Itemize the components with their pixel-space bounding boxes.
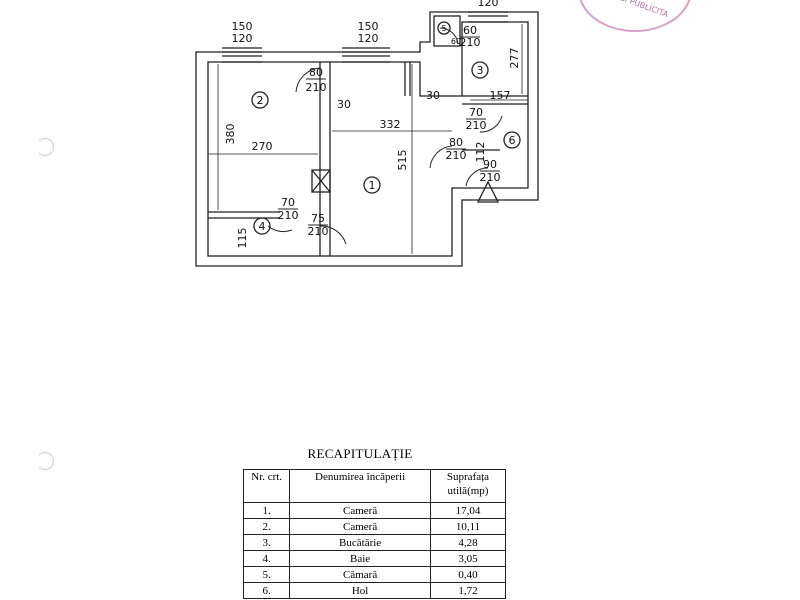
svg-text:210: 210 <box>466 119 487 132</box>
header-area: Suprafața utilă(mp) <box>429 469 507 503</box>
svg-text:80: 80 <box>449 136 463 149</box>
svg-text:70: 70 <box>469 106 483 119</box>
row-nr: 2. <box>242 518 291 535</box>
room-number-2: 2 <box>257 94 264 107</box>
svg-text:210: 210 <box>446 149 467 162</box>
recap-title: RECAPITULAȚIE <box>307 446 413 461</box>
dim-277: 277 <box>508 48 521 69</box>
svg-text:210: 210 <box>460 36 481 49</box>
row-area: 4,28 <box>429 534 507 551</box>
window-2-top-dim: 150 <box>358 20 379 33</box>
dim-60: 60 <box>451 37 461 46</box>
svg-text:75: 75 <box>311 212 325 225</box>
row-area: 17,04 <box>429 502 507 519</box>
row-area: 3,05 <box>429 550 507 567</box>
window-2-bottom-dim: 120 <box>358 32 379 45</box>
recap-table: Nr. crt. Denumirea încăperii Suprafața u… <box>242 469 507 599</box>
row-nr: 3. <box>242 534 291 551</box>
table-row: 1. Cameră 17,04 <box>242 502 507 519</box>
row-area: 0,40 <box>429 566 507 583</box>
window-1 <box>222 47 262 63</box>
row-area: 10,11 <box>429 518 507 535</box>
svg-text:60: 60 <box>463 24 477 37</box>
row-name: Bucătărie <box>289 534 431 551</box>
svg-text:210: 210 <box>308 225 329 238</box>
header-name: Denumirea încăperii <box>289 469 431 503</box>
punch-hole-top <box>36 138 54 156</box>
table-row: 3. Bucătărie 4,28 <box>242 534 507 551</box>
dim-115: 115 <box>236 228 249 249</box>
door-label-4: 80 210 <box>446 136 467 162</box>
row-area: 1,72 <box>429 582 507 599</box>
window-1-bottom-dim: 120 <box>232 32 253 45</box>
room-number-5: 5 <box>441 24 446 33</box>
room-number-1: 1 <box>369 179 376 192</box>
row-name: Baie <box>289 550 431 567</box>
row-nr: 5. <box>242 566 291 583</box>
floor-plan: 150 120 150 120 120 1 2 3 4 5 6 380 270 … <box>195 0 539 267</box>
row-name: Hol <box>289 582 431 599</box>
row-nr: 6. <box>242 582 291 599</box>
dim-332: 332 <box>380 118 401 131</box>
dim-30-b: 30 <box>426 89 440 102</box>
svg-text:90: 90 <box>483 158 497 171</box>
door-label-3: 75 210 <box>308 212 329 238</box>
row-name: Cameră <box>289 518 431 535</box>
svg-text:210: 210 <box>480 171 501 184</box>
door-label-2: 70 210 <box>278 196 299 222</box>
table-header-row: Nr. crt. Denumirea încăperii Suprafața u… <box>242 469 507 503</box>
dim-270: 270 <box>252 140 273 153</box>
dim-515: 515 <box>396 150 409 171</box>
svg-text:210: 210 <box>278 209 299 222</box>
table-row: 2. Cameră 10,11 <box>242 518 507 535</box>
row-nr: 1. <box>242 502 291 519</box>
window-1-top-dim: 150 <box>232 20 253 33</box>
dim-30-a: 30 <box>337 98 351 111</box>
room-number-3: 3 <box>477 64 484 77</box>
svg-text:210: 210 <box>306 81 327 94</box>
header-nr: Nr. crt. <box>242 469 291 503</box>
dim-157: 157 <box>490 89 511 102</box>
row-name: Cameră <box>289 502 431 519</box>
table-row: 6. Hol 1,72 <box>242 582 507 599</box>
door-label-7: 60 210 <box>460 24 481 49</box>
svg-text:80: 80 <box>309 66 323 79</box>
window-2 <box>342 47 390 63</box>
door-label-1: 80 210 <box>306 66 327 94</box>
dim-380: 380 <box>224 124 237 145</box>
room-number-4: 4 <box>259 220 266 233</box>
room-number-6: 6 <box>509 134 516 147</box>
table-row: 4. Baie 3,05 <box>242 550 507 567</box>
table-row: 5. Cămară 0,40 <box>242 566 507 583</box>
punch-hole-bottom <box>36 452 54 470</box>
row-name: Cămară <box>289 566 431 583</box>
svg-text:70: 70 <box>281 196 295 209</box>
dim-112: 112 <box>474 142 487 163</box>
door-label-6: 90 210 <box>480 158 501 184</box>
row-nr: 4. <box>242 550 291 567</box>
door-label-5: 70 210 <box>466 106 487 132</box>
window-3 <box>468 11 508 23</box>
window-3-bottom-dim: 120 <box>478 0 499 9</box>
